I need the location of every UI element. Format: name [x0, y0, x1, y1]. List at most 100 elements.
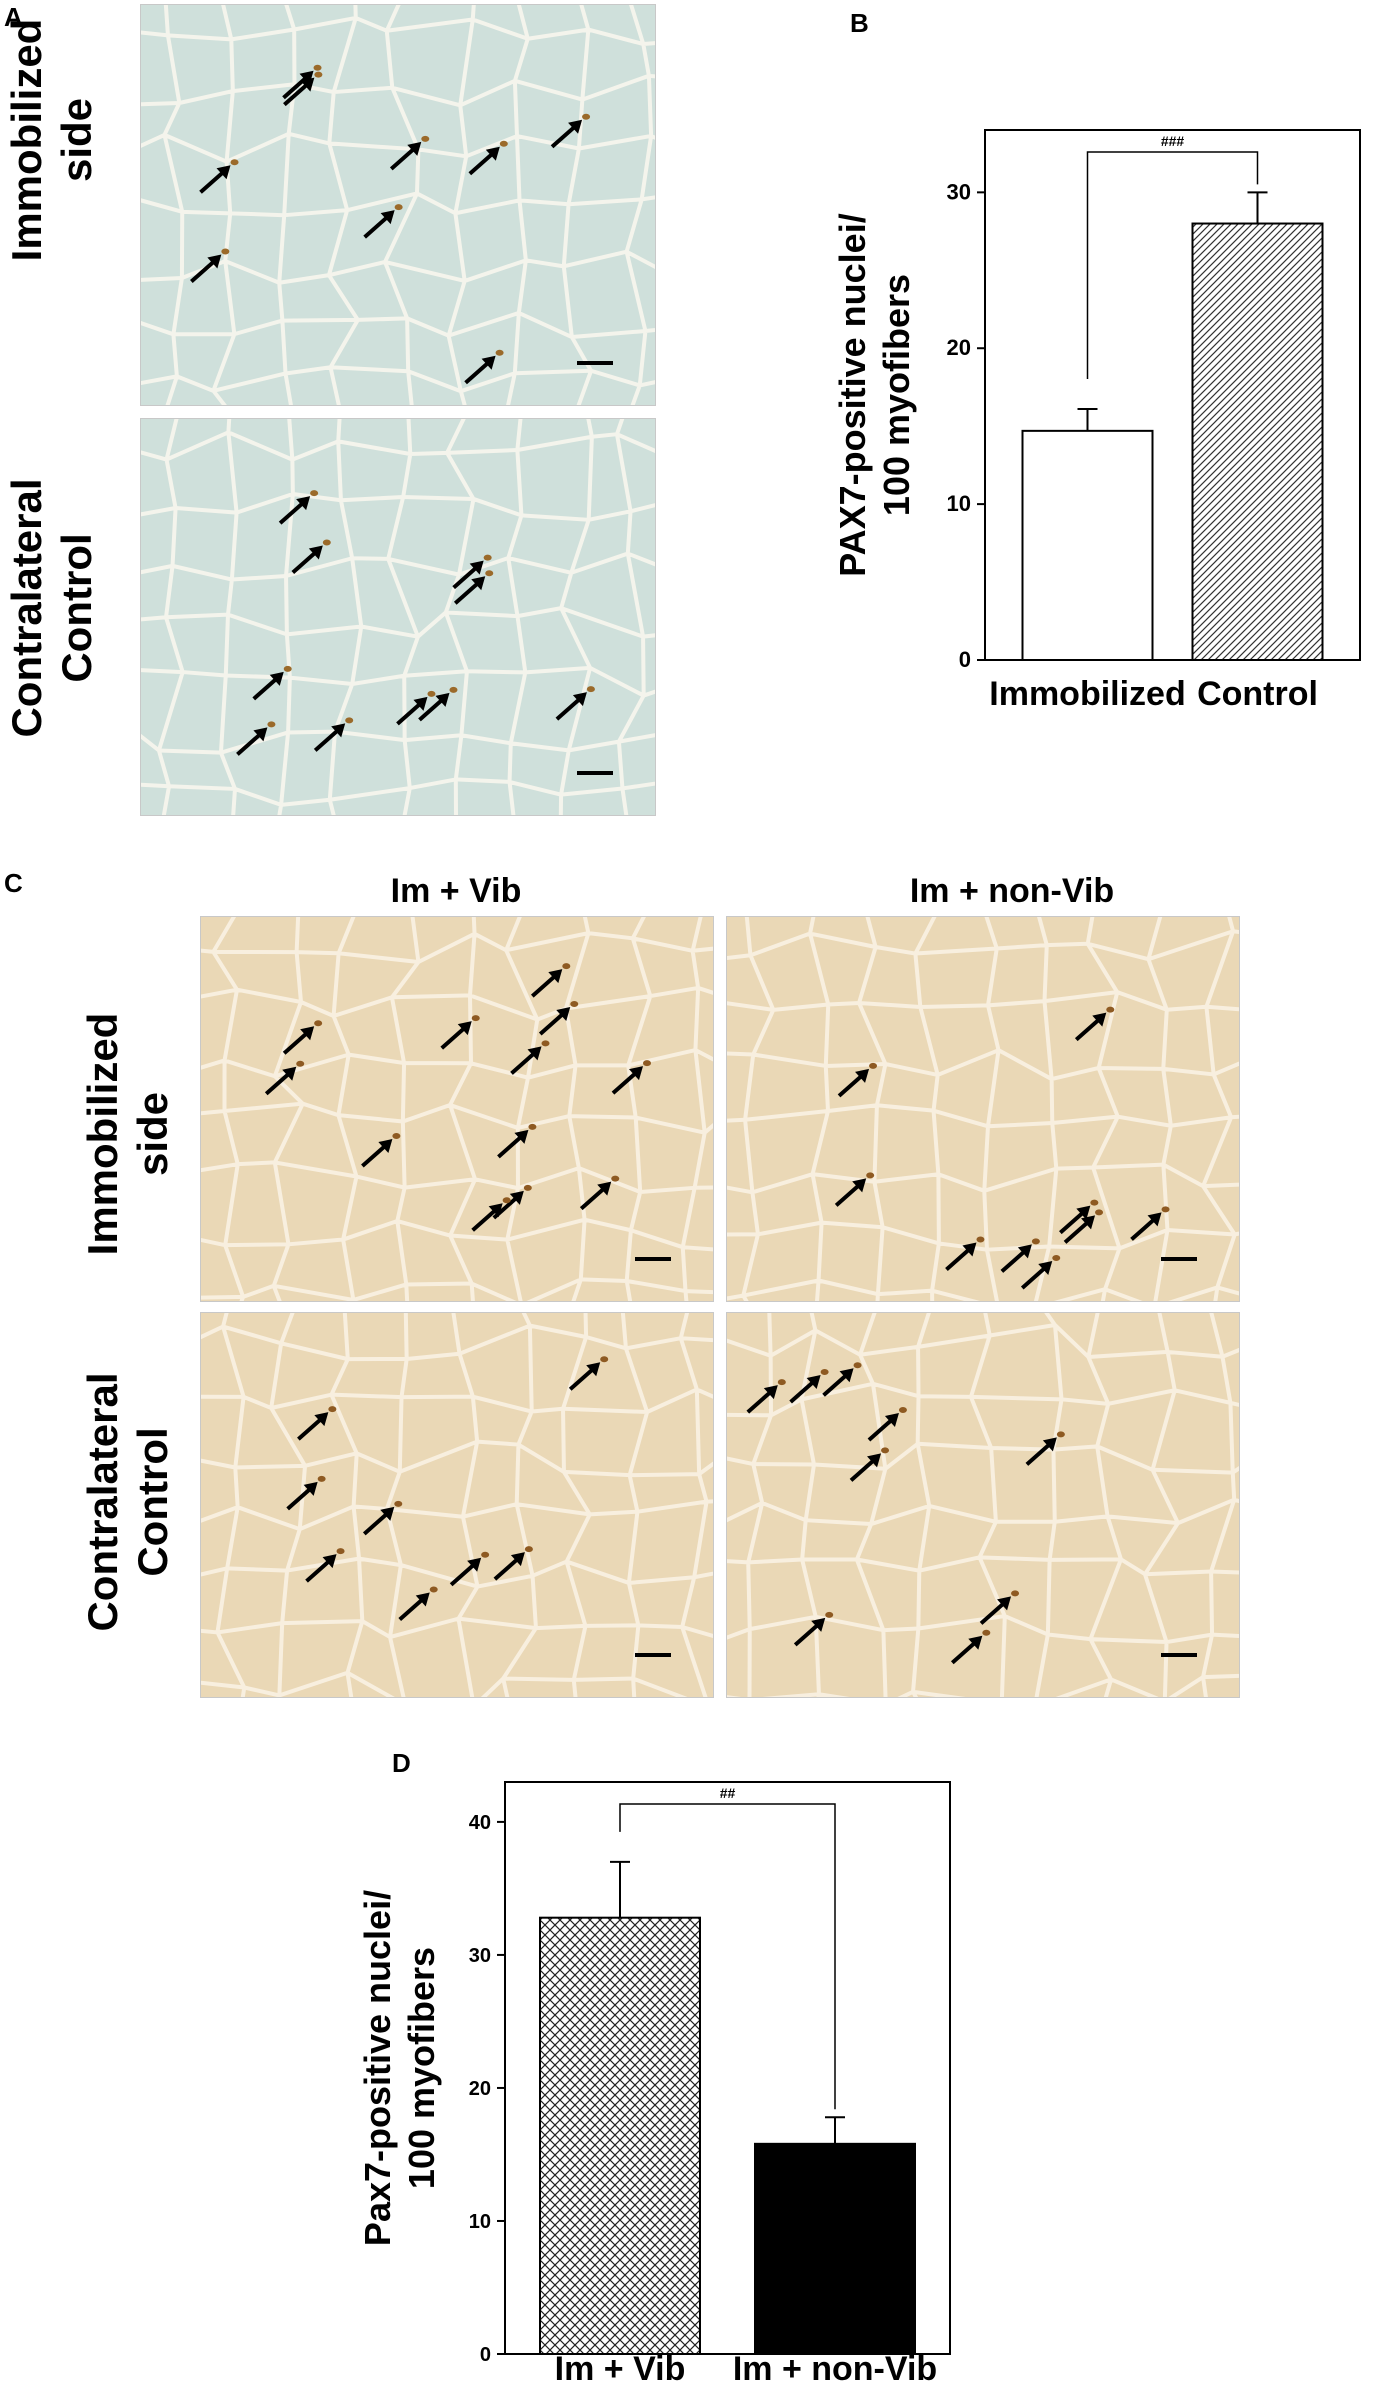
- stained-nucleus: [392, 1133, 401, 1140]
- arrow-marker: [1020, 1260, 1053, 1290]
- micrograph-c-nonvib-control: [726, 1312, 1240, 1698]
- y-axis-label: PAX7-positive nuclei/100 myofibers: [832, 213, 917, 576]
- significance-marker: ###: [1161, 133, 1185, 149]
- significance-bracket: [619, 1803, 836, 2110]
- arrow-marker: [398, 1592, 430, 1621]
- panel-c-row-label-immobilized: Immobilized side: [78, 1013, 178, 1256]
- arrow-marker: [1074, 1012, 1107, 1042]
- row-label-line-2: side: [129, 1091, 176, 1177]
- stained-nucleus: [528, 1123, 537, 1130]
- panel-c-column-label-nonvib: Im + non-Vib: [909, 872, 1115, 910]
- y-tick-label: 40: [469, 1812, 491, 1834]
- arrow-marker: [1059, 1205, 1091, 1235]
- row-label-line-2: Control: [129, 1427, 176, 1577]
- micrograph-image: [201, 917, 713, 1301]
- stained-nucleus: [394, 204, 403, 211]
- arrow-marker: [1000, 1244, 1032, 1273]
- arrow-marker: [190, 254, 222, 283]
- arrow-marker: [510, 1046, 542, 1075]
- stained-nucleus: [314, 1020, 323, 1027]
- stained-nucleus: [982, 1629, 991, 1636]
- stained-nucleus: [449, 686, 458, 693]
- stained-nucleus: [570, 1000, 579, 1007]
- arrow-marker: [264, 1066, 297, 1096]
- stained-nucleus: [853, 1362, 862, 1369]
- row-label-line-1: Immobilized: [79, 1012, 126, 1256]
- stained-nucleus: [1090, 1199, 1099, 1206]
- arrow-marker: [396, 696, 428, 726]
- arrow-marker: [579, 1181, 612, 1211]
- stained-nucleus: [345, 717, 354, 724]
- row-label-line-2: Control: [53, 533, 100, 683]
- stained-nucleus: [524, 1546, 533, 1553]
- stained-nucleus: [322, 539, 331, 546]
- stained-nucleus: [499, 140, 508, 147]
- stained-nucleus: [976, 1236, 985, 1243]
- stained-nucleus: [541, 1040, 550, 1047]
- stained-nucleus: [611, 1175, 620, 1182]
- stained-nucleus: [869, 1062, 878, 1069]
- stained-nucleus: [642, 1060, 651, 1067]
- stained-nucleus: [267, 721, 276, 728]
- significance-bracket: [1086, 151, 1259, 380]
- stained-nucleus: [582, 113, 591, 120]
- arrow-marker: [252, 671, 284, 701]
- arrow-marker: [361, 1139, 393, 1168]
- stained-nucleus: [481, 1551, 490, 1558]
- arrow-marker: [278, 496, 311, 525]
- arrow-marker: [555, 692, 587, 721]
- category-label: Control: [1197, 675, 1318, 713]
- stained-nucleus: [1161, 1206, 1170, 1213]
- panel-c-column-label-vib: Im + Vib: [390, 872, 522, 910]
- row-label-line-1: Contralateral: [3, 478, 50, 738]
- micrograph-c-vib-control: [200, 1312, 714, 1698]
- micrograph-image: [201, 1313, 713, 1697]
- stained-nucleus: [471, 1015, 480, 1022]
- stained-nucleus: [502, 1197, 511, 1204]
- arrow-marker: [493, 1552, 525, 1581]
- arrow-marker: [313, 723, 346, 752]
- y-tick-label: 30: [469, 1945, 491, 1967]
- panel-c-row-label-control: Contralateral Control: [78, 1372, 178, 1631]
- arrow-marker: [452, 560, 484, 590]
- stained-nucleus: [881, 1447, 890, 1454]
- arrow-marker: [453, 576, 486, 605]
- panel-a-letter: A: [4, 2, 23, 32]
- stained-nucleus: [1052, 1254, 1061, 1261]
- stained-nucleus: [314, 71, 323, 78]
- stained-nucleus: [866, 1172, 875, 1179]
- stained-nucleus: [1056, 1431, 1065, 1438]
- arrow-marker: [291, 545, 323, 575]
- micrograph-image: [727, 1313, 1239, 1697]
- arrow-marker: [199, 165, 231, 194]
- micrograph-a-control: [140, 418, 656, 816]
- arrow-marker: [1130, 1212, 1162, 1241]
- stained-nucleus: [1031, 1238, 1040, 1245]
- plot-frame: [984, 129, 1361, 661]
- stained-nucleus: [485, 570, 494, 577]
- row-label-line-1: Immobilized: [3, 18, 50, 262]
- arrow-marker: [389, 141, 422, 171]
- arrow-marker: [236, 727, 268, 756]
- row-label-line-2: side: [53, 97, 100, 183]
- micrograph-image: [141, 5, 655, 405]
- arrow-marker: [440, 1021, 472, 1050]
- arrow-marker: [945, 1242, 977, 1271]
- y-tick-label: 10: [469, 2211, 491, 2233]
- stained-nucleus: [777, 1379, 786, 1386]
- micrograph-c-vib-immobilized: [200, 916, 714, 1302]
- stained-nucleus: [429, 1586, 438, 1593]
- micrograph-image: [141, 419, 655, 815]
- stained-nucleus: [421, 135, 430, 142]
- y-tick-label: 10: [947, 491, 971, 516]
- stained-nucleus: [221, 248, 230, 255]
- arrow-marker: [286, 1481, 318, 1511]
- stained-nucleus: [600, 1356, 609, 1363]
- bar-im-vib: [539, 1916, 701, 2355]
- arrow-marker: [837, 1068, 870, 1098]
- arrow-marker: [950, 1635, 983, 1665]
- panel-a-row-label-control: Contralateral Control: [2, 478, 102, 737]
- stained-nucleus: [313, 64, 322, 71]
